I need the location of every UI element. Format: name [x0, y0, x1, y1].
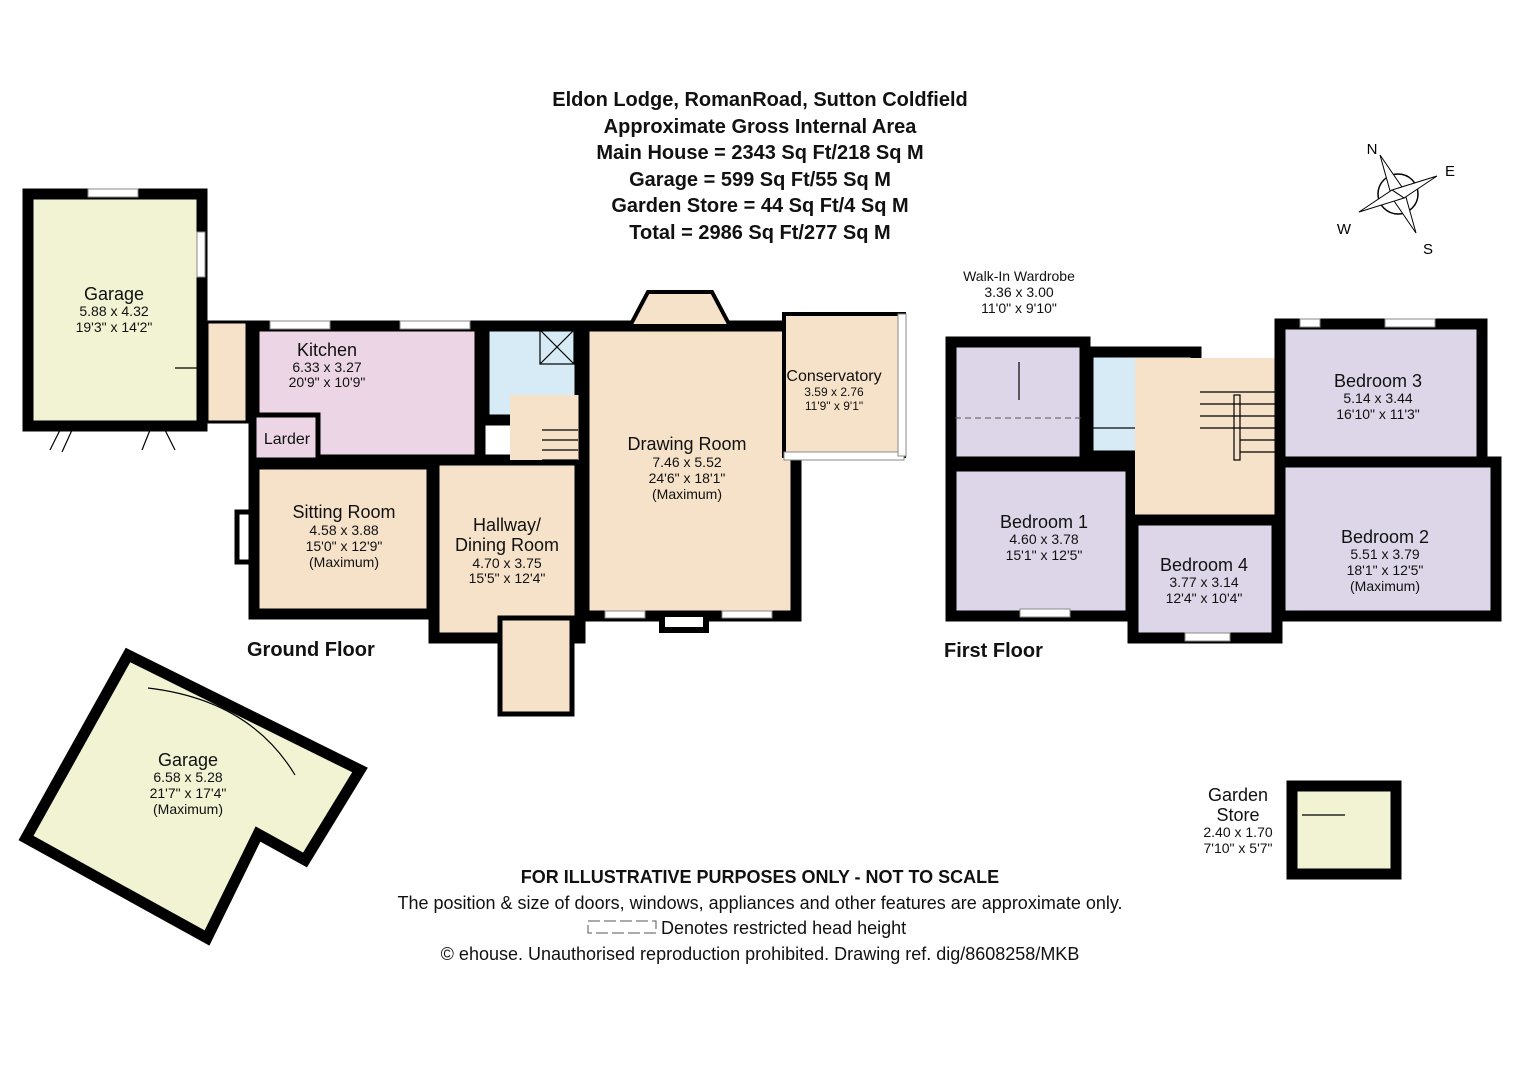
dim-bed4-imperial: 12'4" x 10'4": [1166, 590, 1243, 606]
dim-bed3-imperial: 16'10" x 11'3": [1336, 406, 1420, 422]
room-labels: Garage 5.88 x 4.32 19'3" x 14'2" Kitchen…: [76, 268, 1429, 856]
ground-floor-label: Ground Floor: [247, 639, 375, 661]
dim-hallway-metric: 4.70 x 3.75: [472, 555, 541, 571]
ground-floor: [22, 188, 907, 717]
footer: FOR ILLUSTRATIVE PURPOSES ONLY - NOT TO …: [397, 867, 1122, 964]
compass-e: E: [1445, 163, 1455, 180]
dim-bed1-metric: 4.60 x 3.78: [1009, 531, 1078, 547]
dim-hallway-imperial: 15'5" x 12'4": [469, 570, 546, 586]
compass-w: W: [1337, 221, 1352, 238]
room-bedroom-4: [1127, 514, 1283, 644]
label-garden: Garden: [1208, 785, 1268, 805]
label-bedroom-2: Bedroom 2: [1341, 527, 1429, 547]
dim-garage-1-imperial: 19'3" x 14'2": [76, 319, 153, 335]
room-garage-1: [22, 188, 208, 432]
dim-garden-store-metric: 2.40 x 1.70: [1203, 824, 1272, 840]
dim-kitchen-imperial: 20'9" x 10'9": [289, 374, 366, 390]
dim-drawing-note: (Maximum): [652, 486, 722, 502]
room-bedroom-3: [1274, 318, 1488, 468]
room-porch: [497, 615, 575, 717]
first-floor: [945, 318, 1502, 644]
dim-bed2-note: (Maximum): [1350, 578, 1420, 594]
dim-bed2-metric: 5.51 x 3.79: [1350, 546, 1419, 562]
dim-sitting-metric: 4.58 x 3.88: [309, 522, 378, 538]
dim-garage-1-metric: 5.88 x 4.32: [79, 303, 148, 319]
dim-garage-2-note: (Maximum): [153, 801, 223, 817]
label-store: Store: [1216, 805, 1259, 825]
area-subtitle: Approximate Gross Internal Area: [604, 116, 918, 138]
copyright: © ehouse. Unauthorised reproduction proh…: [441, 944, 1080, 964]
label-walk-in-wardrobe: Walk-In Wardrobe: [963, 268, 1075, 284]
area-garage: Garage = 599 Sq Ft/55 Sq M: [629, 169, 891, 191]
label-garage-2: Garage: [158, 750, 218, 770]
entry-porch: [205, 320, 249, 424]
footer-note: The position & size of doors, windows, a…: [397, 893, 1122, 913]
dim-garage-2-metric: 6.58 x 5.28: [153, 769, 222, 785]
area-main-house: Main House = 2343 Sq Ft/218 Sq M: [596, 142, 923, 164]
dim-kitchen-metric: 6.33 x 3.27: [292, 359, 361, 375]
dim-wardrobe-imperial: 11'0" x 9'10": [981, 300, 1057, 316]
room-walk-in-wardrobe: [945, 336, 1091, 468]
dim-garden-store-imperial: 7'10" x 5'7": [1204, 840, 1273, 856]
dim-conservatory-imperial: 11'9" x 9'1": [805, 399, 863, 413]
label-drawing-room: Drawing Room: [627, 434, 746, 454]
label-kitchen: Kitchen: [297, 340, 357, 360]
room-landing: [1135, 358, 1277, 518]
label-dining-room: Dining Room: [455, 535, 559, 555]
label-larder: Larder: [264, 431, 311, 448]
label-hallway: Hallway/: [473, 515, 541, 535]
compass-n: N: [1367, 141, 1378, 158]
label-bedroom-1: Bedroom 1: [1000, 512, 1088, 532]
disclaimer: FOR ILLUSTRATIVE PURPOSES ONLY - NOT TO …: [521, 867, 999, 887]
restricted-height-legend-icon: [587, 920, 657, 934]
first-floor-label: First Floor: [944, 640, 1043, 662]
property-title: Eldon Lodge, RomanRoad, Sutton Coldfield: [552, 89, 968, 111]
label-sitting-room: Sitting Room: [292, 502, 395, 522]
dim-conservatory-metric: 3.59 x 2.76: [804, 385, 864, 399]
label-bedroom-4: Bedroom 4: [1160, 555, 1248, 575]
label-garage-1: Garage: [84, 284, 144, 304]
legend-text: Denotes restricted head height: [661, 918, 906, 938]
area-garden-store: Garden Store = 44 Sq Ft/4 Sq M: [611, 195, 908, 217]
room-larder: [251, 412, 321, 463]
header: Eldon Lodge, RomanRoad, Sutton Coldfield…: [552, 89, 968, 244]
dim-bed1-imperial: 15'1" x 12'5": [1006, 547, 1083, 563]
dim-drawing-metric: 7.46 x 5.52: [652, 454, 721, 470]
compass-s: S: [1423, 241, 1433, 258]
dim-bed2-imperial: 18'1" x 12'5": [1347, 562, 1424, 578]
room-bedroom-1: [945, 460, 1137, 622]
dim-bed4-metric: 3.77 x 3.14: [1169, 574, 1238, 590]
dim-bed3-metric: 5.14 x 3.44: [1343, 390, 1412, 406]
label-conservatory: Conservatory: [786, 368, 881, 385]
room-bedroom-2: [1274, 456, 1502, 622]
bay-window: [626, 290, 734, 328]
room-garage-2: [18, 647, 368, 946]
room-garden-store: [1286, 780, 1402, 880]
dim-garage-2-imperial: 21'7" x 17'4": [150, 785, 227, 801]
compass-icon: N E S W: [1337, 141, 1455, 258]
dim-drawing-imperial: 24'6" x 18'1": [649, 470, 726, 486]
dim-sitting-note: (Maximum): [309, 554, 379, 570]
dim-wardrobe-metric: 3.36 x 3.00: [984, 284, 1053, 300]
dim-sitting-imperial: 15'0" x 12'9": [306, 538, 383, 554]
area-total: Total = 2986 Sq Ft/277 Sq M: [629, 222, 890, 244]
label-bedroom-3: Bedroom 3: [1334, 371, 1422, 391]
